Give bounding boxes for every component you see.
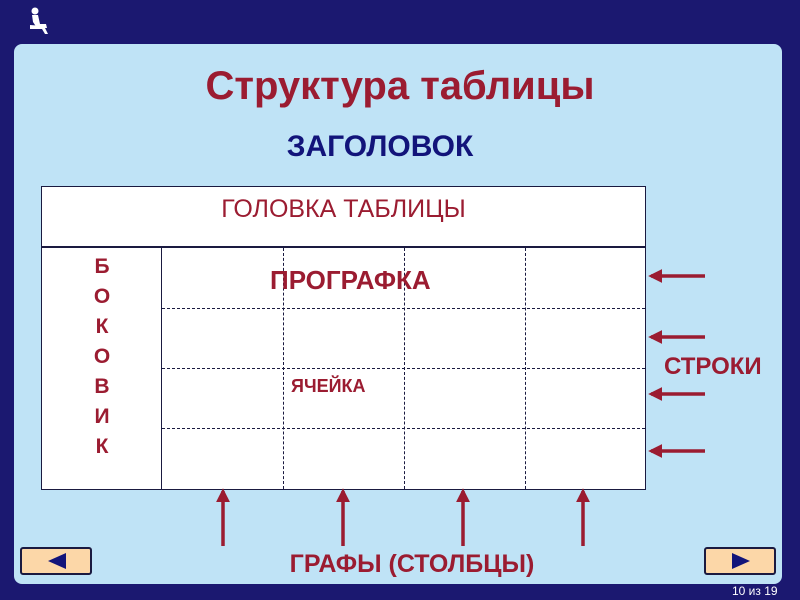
table-header-label: ГОЛОВКА ТАБЛИЦЫ [221,195,466,223]
slide-title: Структура таблицы [205,64,595,108]
stub-letter: К [95,435,109,458]
seated-figure-icon [30,7,48,34]
next-slide-button[interactable] [704,547,776,575]
triangle-right-icon [732,553,750,569]
table-header-row: ГОЛОВКА ТАБЛИЦЫ [42,187,645,248]
columns-label: ГРАФЫ (СТОЛБЦЫ) [289,550,535,578]
stub-letter: К [95,315,109,338]
stub-letter: О [93,345,111,368]
row-divider [162,428,645,429]
cell-label: ЯЧЕЙКА [291,376,366,396]
prografka-label: ПРОГРАФКА [270,265,431,295]
page-counter: 10 из 19 [732,584,778,598]
stub-letter: И [94,405,110,428]
stub-letter: В [94,375,110,398]
stub-label: Б О К О В И К [42,252,162,462]
table-diagram: ГОЛОВКА ТАБЛИЦЫ Б О К О В И К [41,186,646,490]
stub-column: Б О К О В И К [42,248,162,489]
triangle-left-icon [48,553,66,569]
row-divider [162,308,645,309]
stub-letter: Б [94,255,110,278]
row-divider [162,368,645,369]
slide-subtitle: ЗАГОЛОВОК [286,130,474,163]
rows-label: СТРОКИ [664,353,762,380]
stub-letter: О [93,285,111,308]
prev-slide-button[interactable] [20,547,92,575]
